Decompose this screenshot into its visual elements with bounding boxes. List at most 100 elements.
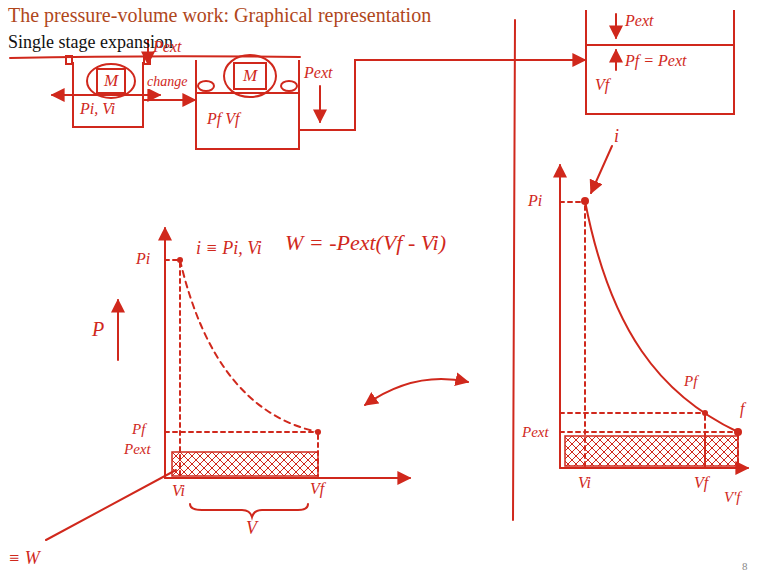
label-holder: Pext xyxy=(304,64,332,82)
state-label: Vf xyxy=(595,76,609,93)
guide-line xyxy=(737,435,739,466)
pressure-label: Pext xyxy=(153,38,181,55)
label-holder: Pi xyxy=(136,250,150,268)
circle-mark xyxy=(198,81,214,91)
axis-value: Pext xyxy=(522,424,549,440)
guide-line xyxy=(317,435,319,476)
piston xyxy=(587,44,733,46)
point-label: f xyxy=(740,400,744,417)
edge-label-holder: change xyxy=(147,72,187,90)
piston xyxy=(197,92,298,94)
text-holder: Pi, Vi xyxy=(80,100,115,118)
axis-value: Pf xyxy=(132,421,145,437)
guide-line xyxy=(560,201,582,203)
label-holder: ≡ W xyxy=(8,548,40,569)
label-holder: f xyxy=(740,400,744,418)
label-holder: Pext xyxy=(153,38,181,56)
state-point xyxy=(581,197,589,205)
work-callout: ≡ W xyxy=(8,548,40,568)
text-holder: Pf Vf xyxy=(207,110,239,128)
work-formula: W = -Pext(Vf - Vi) xyxy=(285,230,446,255)
leader-line xyxy=(46,470,176,540)
divider-line xyxy=(513,20,515,520)
label-holder: Vi xyxy=(578,474,591,492)
pressure-arrow xyxy=(615,50,617,70)
circle-mark xyxy=(87,64,135,98)
work-area xyxy=(565,436,705,466)
y-axis xyxy=(559,165,561,468)
pressure-arrow xyxy=(615,14,617,38)
state-points xyxy=(177,197,742,436)
guide-line xyxy=(584,206,586,466)
pressure-label: Pext xyxy=(625,12,653,29)
mass-block: M xyxy=(96,68,126,94)
guide-line xyxy=(560,412,702,414)
subtitle: Single stage expansion xyxy=(8,32,173,52)
axis-value: Vi xyxy=(172,482,185,499)
label-holder: Pf xyxy=(132,420,145,438)
work-area xyxy=(172,452,318,476)
axis-value: Vf xyxy=(310,480,324,497)
label-holder: V xyxy=(246,518,257,539)
mass-label: M xyxy=(104,71,118,91)
label-holder: i ≡ Pi, Vi xyxy=(196,238,262,259)
axis-value: Vi xyxy=(578,474,591,491)
pressure-label: Pext xyxy=(304,64,332,81)
brace xyxy=(190,504,308,517)
axis-label: V xyxy=(246,518,257,538)
state-point xyxy=(734,428,742,436)
label-holder: V'f xyxy=(724,488,741,506)
state-point xyxy=(702,410,708,416)
mass-label: M xyxy=(243,66,257,86)
label-holder: i xyxy=(614,126,619,147)
slide-title: The pressure-volume work: Graphical repr… xyxy=(8,4,431,26)
state-label: Pf Vf xyxy=(207,110,239,127)
axis-label: P xyxy=(92,318,104,340)
circle-mark xyxy=(224,55,276,97)
handwriting-strokes xyxy=(10,14,748,540)
axis-value: Vf xyxy=(694,474,708,491)
pressure-arrow xyxy=(319,86,321,122)
edge-label: change xyxy=(147,74,187,89)
label-holder: Vf xyxy=(694,474,708,492)
state-point xyxy=(177,257,183,263)
leader-line xyxy=(591,146,612,193)
point-label: i ≡ Pi, Vi xyxy=(196,238,262,258)
axis-value: Pi xyxy=(528,192,542,209)
state-label: Pi, Vi xyxy=(80,100,115,117)
cylinder: Pi, Vi M xyxy=(72,62,144,128)
label-holder: P xyxy=(92,318,104,341)
isotherm-curve xyxy=(180,260,318,432)
cylinder: Pf = PextVf xyxy=(585,10,735,115)
label-holder: Single stage expansion xyxy=(8,32,173,53)
title-holder: The pressure-volume work: Graphical repr… xyxy=(8,4,431,27)
label-holder: Pext xyxy=(522,423,549,441)
label-holder: Vi xyxy=(172,482,185,500)
label-holder: W = -Pext(Vf - Vi) xyxy=(285,230,446,256)
text-holder: M xyxy=(235,64,265,88)
axis-value: Pi xyxy=(136,250,150,267)
circle-mark xyxy=(281,81,297,91)
isotherm-curve xyxy=(585,201,738,432)
x-axis xyxy=(560,467,748,469)
mass-block: M xyxy=(233,62,267,90)
guide-line xyxy=(165,259,178,261)
text-holder: M xyxy=(98,70,124,92)
y-axis xyxy=(164,228,166,478)
label-holder: Pf xyxy=(684,372,697,390)
process-arrow xyxy=(300,60,585,130)
guide-line xyxy=(704,416,706,466)
point-label: i xyxy=(614,126,619,146)
point-label: Pf xyxy=(684,373,697,389)
axis-arrow xyxy=(117,300,119,360)
process-arrow xyxy=(144,99,195,101)
compare-arrow xyxy=(365,379,468,405)
page-number: 8 xyxy=(742,560,748,572)
label-holder: Pi xyxy=(528,192,542,210)
axis-value: V'f xyxy=(724,489,741,505)
guide-line xyxy=(560,431,735,433)
state-point xyxy=(315,429,321,435)
cylinder: Pf Vf M xyxy=(195,60,300,150)
